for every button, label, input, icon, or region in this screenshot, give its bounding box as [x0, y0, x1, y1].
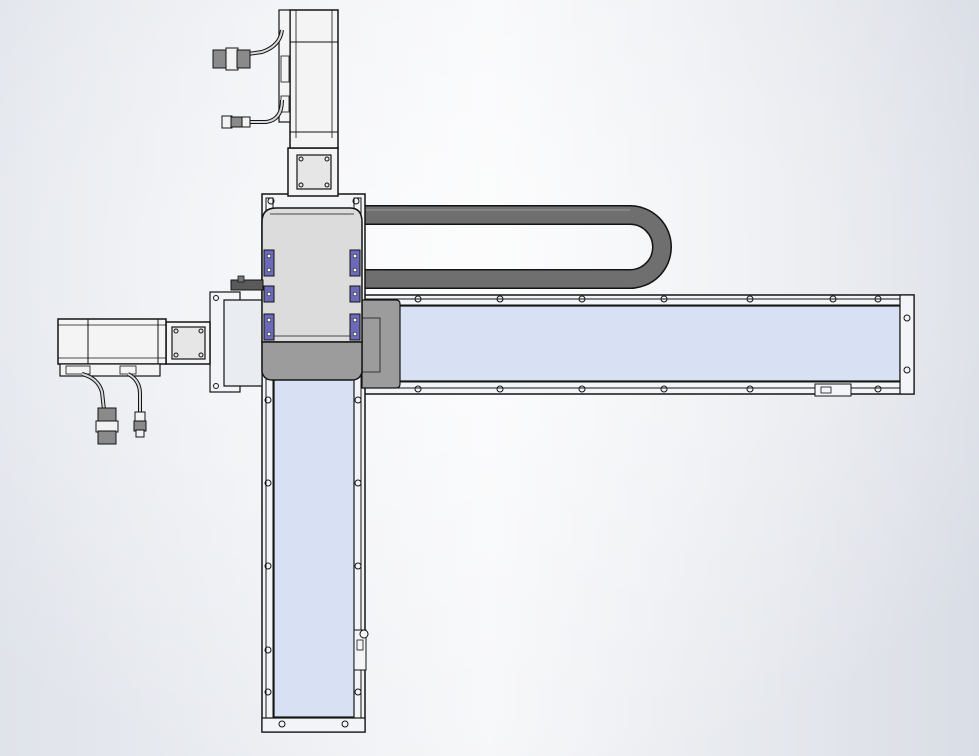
horizontal-axis-servo-motor	[57, 318, 211, 377]
horizontal-motor-cables	[81, 372, 142, 414]
drag-chain-cable-carrier	[362, 205, 672, 289]
power-connector-left	[95, 407, 119, 445]
slide-carriage	[209, 207, 401, 393]
encoder-connector-top	[221, 115, 251, 129]
vertical-motor-cables	[246, 29, 284, 124]
power-connector-top	[212, 47, 251, 71]
limit-sensor-vertical	[353, 629, 369, 671]
encoder-connector-left	[133, 411, 147, 438]
horizontal-linear-module	[361, 294, 915, 397]
vertical-axis-servo-motor	[278, 9, 339, 197]
limit-sensor-horizontal	[814, 383, 852, 397]
rail-screw-column-left	[264, 396, 272, 696]
rail-screw-row-top	[414, 295, 882, 303]
